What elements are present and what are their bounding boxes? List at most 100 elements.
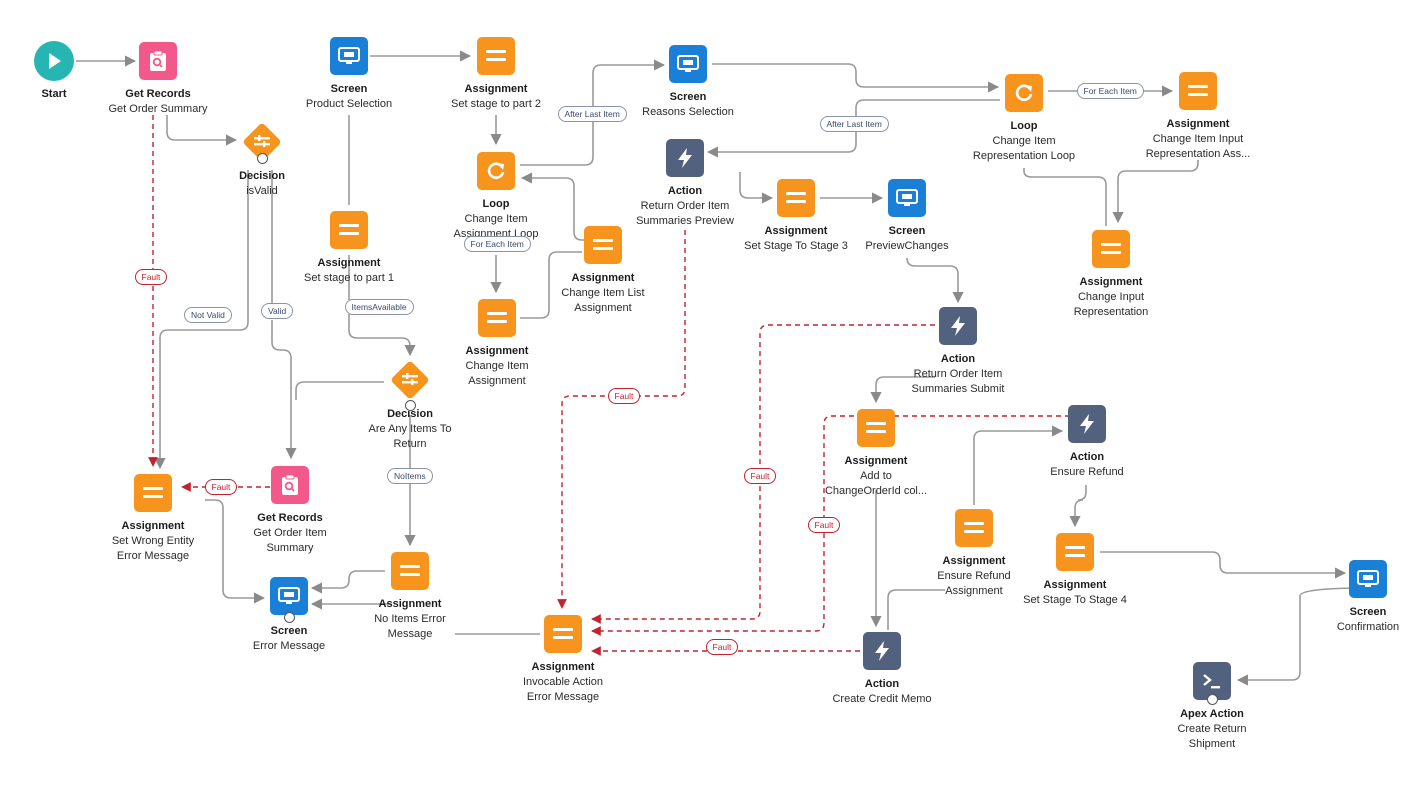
node-description: Change Item — [992, 135, 1056, 147]
node-description: Change Item — [464, 213, 528, 225]
node-description: Set Wrong Entity — [111, 535, 195, 547]
assignment-icon[interactable] — [330, 211, 368, 249]
node-description: Summary — [266, 542, 314, 554]
lightning-icon[interactable] — [863, 632, 901, 670]
connector-handle[interactable] — [405, 400, 416, 411]
node-type-label: Assignment — [942, 555, 1006, 567]
node-type-label: Action — [864, 678, 900, 690]
node-description: Summaries Submit — [911, 383, 1005, 395]
assignment-icon[interactable] — [1179, 72, 1217, 110]
edge-changeitem-list — [520, 251, 582, 319]
lightning-icon[interactable] — [939, 307, 977, 345]
assignment-icon[interactable] — [478, 299, 516, 337]
screen-icon[interactable] — [270, 577, 308, 615]
assignment-icon[interactable] — [134, 474, 172, 512]
node-description: Change Item List — [561, 287, 645, 299]
edge-label-fault-1: Fault — [134, 269, 168, 285]
play-icon[interactable] — [34, 41, 74, 81]
node-description: Change Item Input — [1152, 133, 1244, 145]
node-description: Set Stage To Stage 4 — [1023, 594, 1127, 606]
node-type-label: Assignment — [1166, 118, 1230, 130]
connector-handle[interactable] — [284, 612, 295, 623]
node-type-label: Assignment — [1043, 579, 1107, 591]
node-type-label: Action — [940, 353, 976, 365]
terminal-icon[interactable] — [1193, 662, 1231, 700]
node-type-label: Assignment — [764, 225, 828, 237]
edge-stage4-confirmation — [1100, 551, 1347, 579]
node-type-label: Assignment — [121, 520, 185, 532]
assignment-icon[interactable] — [477, 37, 515, 75]
connector-handle[interactable] — [257, 153, 268, 164]
node-description: Confirmation — [1336, 621, 1400, 633]
decision-icon[interactable] — [242, 122, 282, 162]
assignment-icon[interactable] — [1056, 533, 1094, 571]
node-type-label: Assignment — [531, 661, 595, 673]
edge-wrongentity-error — [205, 499, 266, 604]
edge-label-valid: Valid — [261, 303, 294, 319]
node-description: Return Order Item — [640, 200, 730, 212]
assignment-icon[interactable] — [544, 615, 582, 653]
assignment-icon[interactable] — [955, 509, 993, 547]
edge-decision-getitem — [295, 381, 384, 400]
assignment-icon[interactable] — [391, 552, 429, 590]
screen-icon[interactable] — [1349, 560, 1387, 598]
screen-icon[interactable] — [888, 179, 926, 217]
clipboard-search-icon[interactable] — [139, 42, 177, 80]
node-type-label: Assignment — [465, 345, 529, 357]
assignment-icon[interactable] — [1092, 230, 1130, 268]
node-type-label: Get Records — [257, 512, 323, 524]
screen-icon[interactable] — [669, 45, 707, 83]
loop-icon[interactable] — [1005, 74, 1043, 112]
node-label: Decision isValid — [182, 169, 342, 199]
edge-label-not-valid: Not Valid — [184, 307, 232, 323]
node-type-label: Assignment — [571, 272, 635, 284]
edge-reasons-loop2 — [712, 63, 1000, 93]
edge-label-fault-2: Fault — [607, 388, 641, 404]
node-description: Add to — [860, 470, 892, 482]
node-description: Ensure Refund — [937, 570, 1011, 582]
node-description: Error Message — [116, 550, 190, 562]
edge-label-for-each-item-2: For Each Item — [463, 236, 531, 252]
node-type-label: Action — [1069, 451, 1105, 463]
node-description: Assignment — [468, 375, 526, 387]
clipboard-search-icon[interactable] — [271, 466, 309, 504]
screen-icon[interactable] — [330, 37, 368, 75]
node-type-label: Decision — [387, 408, 433, 420]
node-description: Ensure Refund — [1050, 466, 1124, 478]
lightning-icon[interactable] — [666, 139, 704, 177]
node-description: isValid — [246, 185, 278, 197]
node-description: Get Order Summary — [108, 103, 208, 115]
node-description: Summaries Preview — [636, 215, 734, 227]
connector-handle[interactable] — [1207, 694, 1218, 705]
assignment-icon[interactable] — [777, 179, 815, 217]
decision-icon[interactable] — [390, 360, 430, 400]
edge-label-after-last-item-1: After Last Item — [557, 106, 627, 122]
node-description: Reasons Selection — [642, 106, 734, 118]
node-description: No Items Error — [374, 613, 446, 625]
node-description: Create Return — [1177, 723, 1247, 735]
lightning-icon[interactable] — [1068, 405, 1106, 443]
node-description: Assignment — [574, 302, 632, 314]
assignment-icon[interactable] — [857, 409, 895, 447]
loop-icon[interactable] — [477, 152, 515, 190]
node-description: Message — [387, 628, 433, 640]
node-type-label: Get Records — [125, 88, 191, 100]
node-type-label: Decision — [239, 170, 285, 182]
node-description: Representation Loop — [972, 150, 1076, 162]
assignment-icon[interactable] — [584, 226, 622, 264]
node-description: Create Credit Memo — [832, 693, 932, 705]
node-description: Assignment — [945, 585, 1003, 597]
